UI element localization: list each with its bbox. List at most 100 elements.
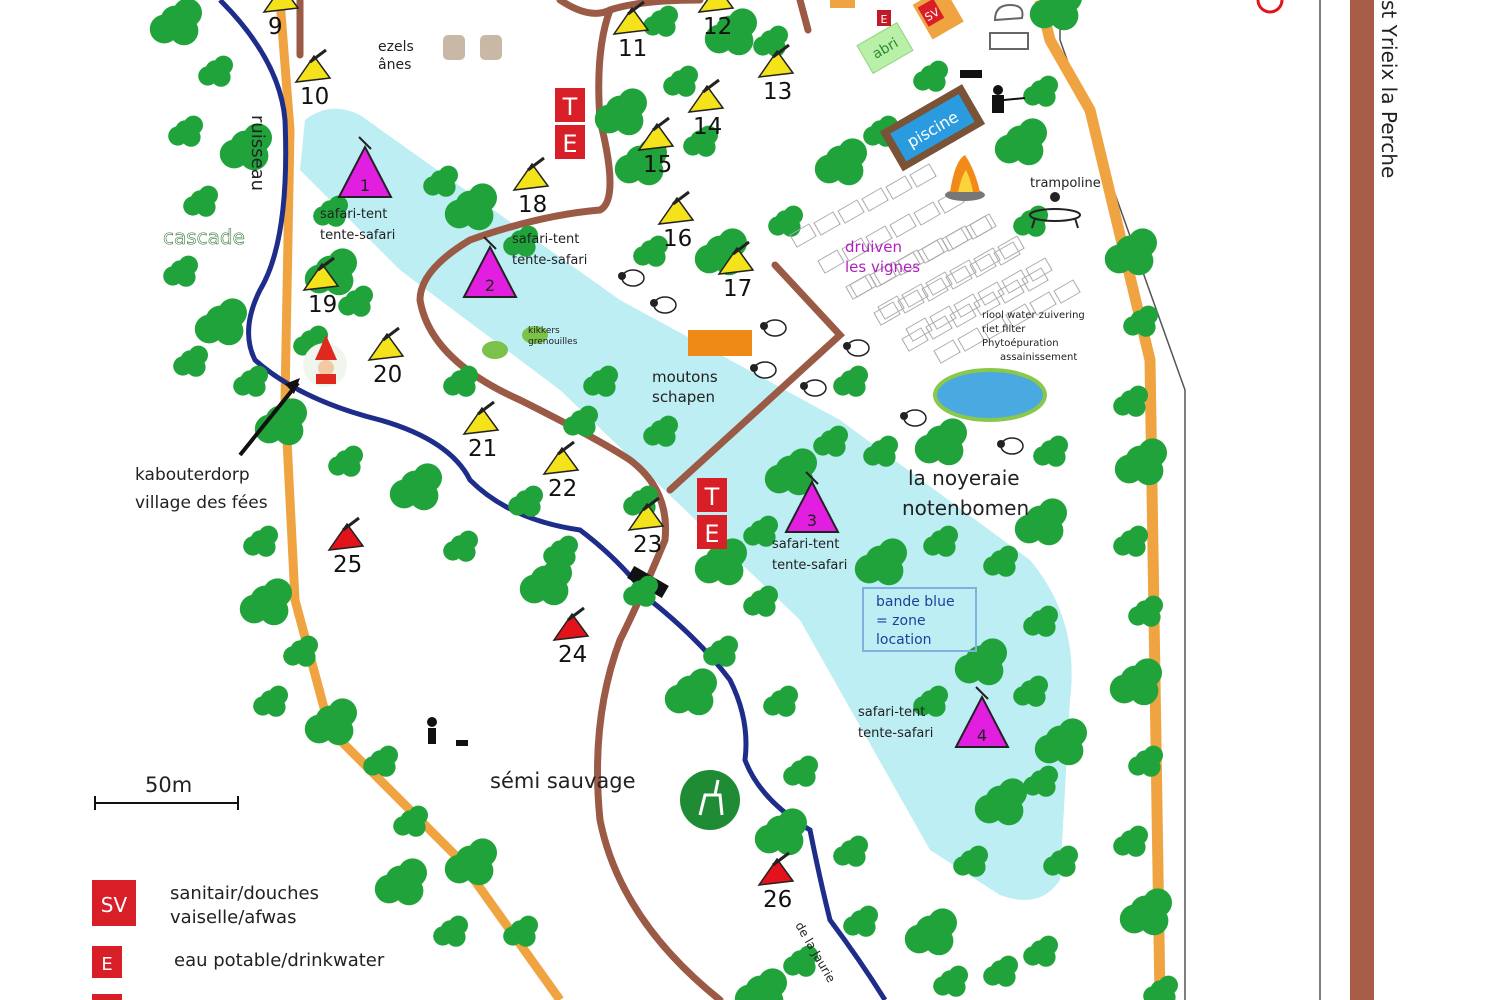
tree	[563, 405, 599, 437]
moutons-label: moutons	[652, 368, 718, 386]
kikkers-label: kikkers	[528, 326, 560, 336]
pitch-number: 11	[618, 36, 647, 62]
svg-text:E: E	[562, 130, 577, 158]
tree	[833, 365, 869, 397]
pitch-19[interactable]: 19	[302, 256, 340, 318]
deer-sign-icon	[680, 770, 740, 830]
tree	[243, 525, 278, 557]
toilet-water-sign: TE	[555, 88, 585, 159]
tree	[753, 25, 789, 57]
tree	[914, 418, 967, 466]
pitch-13[interactable]: 13	[757, 43, 795, 105]
scale-bar	[94, 796, 239, 810]
pitch-25[interactable]: 25	[327, 516, 365, 578]
tree	[338, 285, 373, 317]
gnome-icon	[303, 335, 347, 387]
schapen-label: schapen	[652, 388, 715, 406]
pitch-11[interactable]: 11	[612, 0, 650, 62]
pitch-17[interactable]: 17	[717, 240, 755, 302]
frogs-icon	[482, 326, 548, 359]
tree	[1109, 658, 1162, 706]
pitch-16[interactable]: 16	[657, 190, 695, 252]
tree	[1113, 385, 1148, 417]
pitch-15[interactable]: 15	[637, 116, 675, 178]
tree	[913, 685, 949, 717]
druiven-label: druiven	[845, 238, 902, 256]
tree	[954, 638, 1007, 686]
scale-label: 50m	[145, 773, 192, 797]
safari-tent-number: 4	[977, 726, 987, 745]
pitch-number: 23	[633, 532, 662, 558]
safari-tent-label: tente-safari	[772, 558, 847, 573]
pitch-number: 26	[763, 887, 792, 913]
tree	[233, 365, 268, 397]
tree	[1023, 765, 1058, 797]
tree	[904, 908, 957, 956]
band-line-2: = zone	[876, 613, 926, 629]
pitch-23[interactable]: 23	[627, 496, 665, 558]
pitch-9[interactable]: 9	[262, 0, 300, 40]
pitch-12[interactable]: 12	[697, 0, 735, 40]
water-point-sign: E	[881, 13, 888, 26]
dog-walker-icon	[427, 717, 468, 746]
vineyard	[789, 163, 1081, 364]
svg-text:T: T	[704, 483, 720, 511]
pitch-number: 17	[723, 276, 752, 302]
pitch-10[interactable]: 10	[294, 48, 332, 110]
tree	[543, 535, 579, 567]
pitch-24[interactable]: 24	[552, 606, 590, 668]
legend: SV sanitair/douches vaiselle/afwas E eau…	[92, 880, 385, 1000]
pitch-20[interactable]: 20	[367, 326, 405, 388]
pitch-number: 16	[663, 226, 692, 252]
tree	[983, 545, 1019, 577]
trampoline-label: trampoline	[1030, 176, 1101, 191]
tree	[704, 8, 757, 56]
band-line-3: location	[876, 632, 932, 648]
safari-tent-number: 3	[807, 511, 817, 530]
tree	[443, 530, 478, 562]
riool-label-4: assainissement	[1000, 352, 1077, 363]
safari-tent-number: 1	[360, 176, 370, 195]
main-road	[1350, 0, 1374, 1000]
pitch-26[interactable]: 26	[757, 851, 795, 913]
tree	[743, 515, 779, 547]
pitch-22[interactable]: 22	[542, 440, 580, 502]
trees	[149, 0, 1178, 1000]
tree	[328, 445, 363, 477]
legend-sv-text-2: vaiselle/afwas	[170, 907, 296, 928]
pitch-number: 9	[268, 14, 283, 40]
tree	[1033, 435, 1068, 467]
tree	[783, 945, 819, 977]
pitch-number: 15	[643, 152, 672, 178]
tree	[623, 575, 659, 607]
safari-tent-label: tente-safari	[858, 726, 933, 741]
tree	[763, 685, 799, 717]
legend-e-code: E	[101, 954, 112, 975]
trampoline-icon	[1029, 192, 1081, 229]
weather-station-icon	[989, 3, 1029, 50]
tree	[1023, 605, 1058, 637]
tree	[363, 745, 398, 777]
tree	[443, 365, 478, 397]
ezels-label: ezels	[378, 39, 414, 55]
tree	[444, 183, 497, 231]
tree	[754, 808, 807, 856]
no-entry-sign-icon	[1256, 0, 1284, 14]
tree	[173, 345, 208, 377]
pitch-14[interactable]: 14	[687, 78, 725, 140]
safari-tent-label: safari-tent	[320, 207, 387, 222]
tree	[503, 225, 539, 257]
riool-label-2: riet filter	[982, 324, 1026, 335]
sheep	[618, 269, 1024, 455]
pitch-21[interactable]: 21	[462, 400, 500, 462]
grenouilles-label: grenouilles	[528, 337, 578, 347]
tree	[783, 755, 819, 787]
tree	[1023, 75, 1058, 107]
pitch-18[interactable]: 18	[512, 156, 550, 218]
tree	[508, 485, 544, 517]
band-line-1: bande blue	[876, 594, 955, 610]
